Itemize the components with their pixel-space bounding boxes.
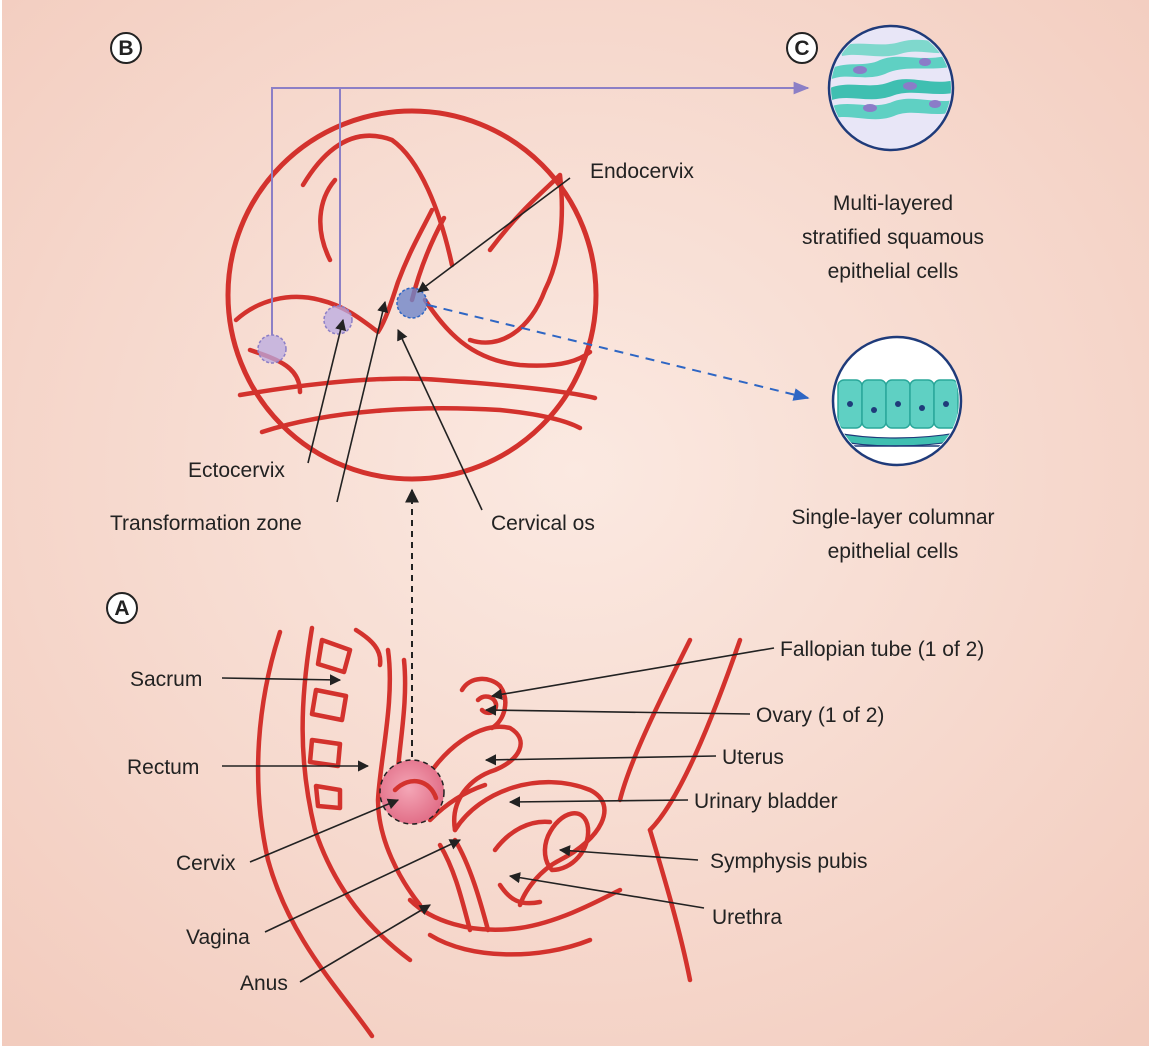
squamous-label-line-1: Multi-layered: [833, 192, 953, 215]
rectum-label: Rectum: [127, 756, 199, 779]
cervix-label: Cervix: [176, 852, 236, 875]
endocervix-label: Endocervix: [590, 160, 694, 183]
ectocervix-marker: [258, 335, 286, 363]
squamous-label-line-2: stratified squamous: [802, 226, 984, 249]
columnar-label-line-1: Single-layer columnar: [791, 506, 994, 529]
urinary-bladder-label: Urinary bladder: [694, 790, 838, 813]
vagina-label: Vagina: [186, 926, 250, 949]
columnar-cells-illustration: [832, 337, 962, 465]
panel-a-letter: A: [114, 597, 129, 620]
urethra-label: Urethra: [712, 906, 782, 929]
fallopian-tube-label: Fallopian tube (1 of 2): [780, 638, 984, 661]
uterus-label: Uterus: [722, 746, 784, 769]
panel-a-badge: A: [107, 593, 137, 623]
columnar-label-line-2: epithelial cells: [828, 540, 959, 563]
transformation-zone-label: Transformation zone: [110, 512, 302, 535]
endocervix-marker: [397, 288, 427, 318]
squamous-label-line-3: epithelial cells: [828, 260, 959, 283]
panel-b-letter: B: [118, 37, 133, 60]
transformation-zone-marker: [324, 306, 352, 334]
cervical-os-label: Cervical os: [491, 512, 595, 535]
sacrum-label: Sacrum: [130, 668, 202, 691]
anus-label: Anus: [240, 972, 288, 995]
panel-c-letter: C: [794, 37, 809, 60]
panel-c-badge: C: [787, 33, 817, 63]
panel-b-badge: B: [111, 33, 141, 63]
symphysis-pubis-label: Symphysis pubis: [710, 850, 868, 873]
ovary-label: Ovary (1 of 2): [756, 704, 884, 727]
ectocervix-label: Ectocervix: [188, 459, 285, 482]
